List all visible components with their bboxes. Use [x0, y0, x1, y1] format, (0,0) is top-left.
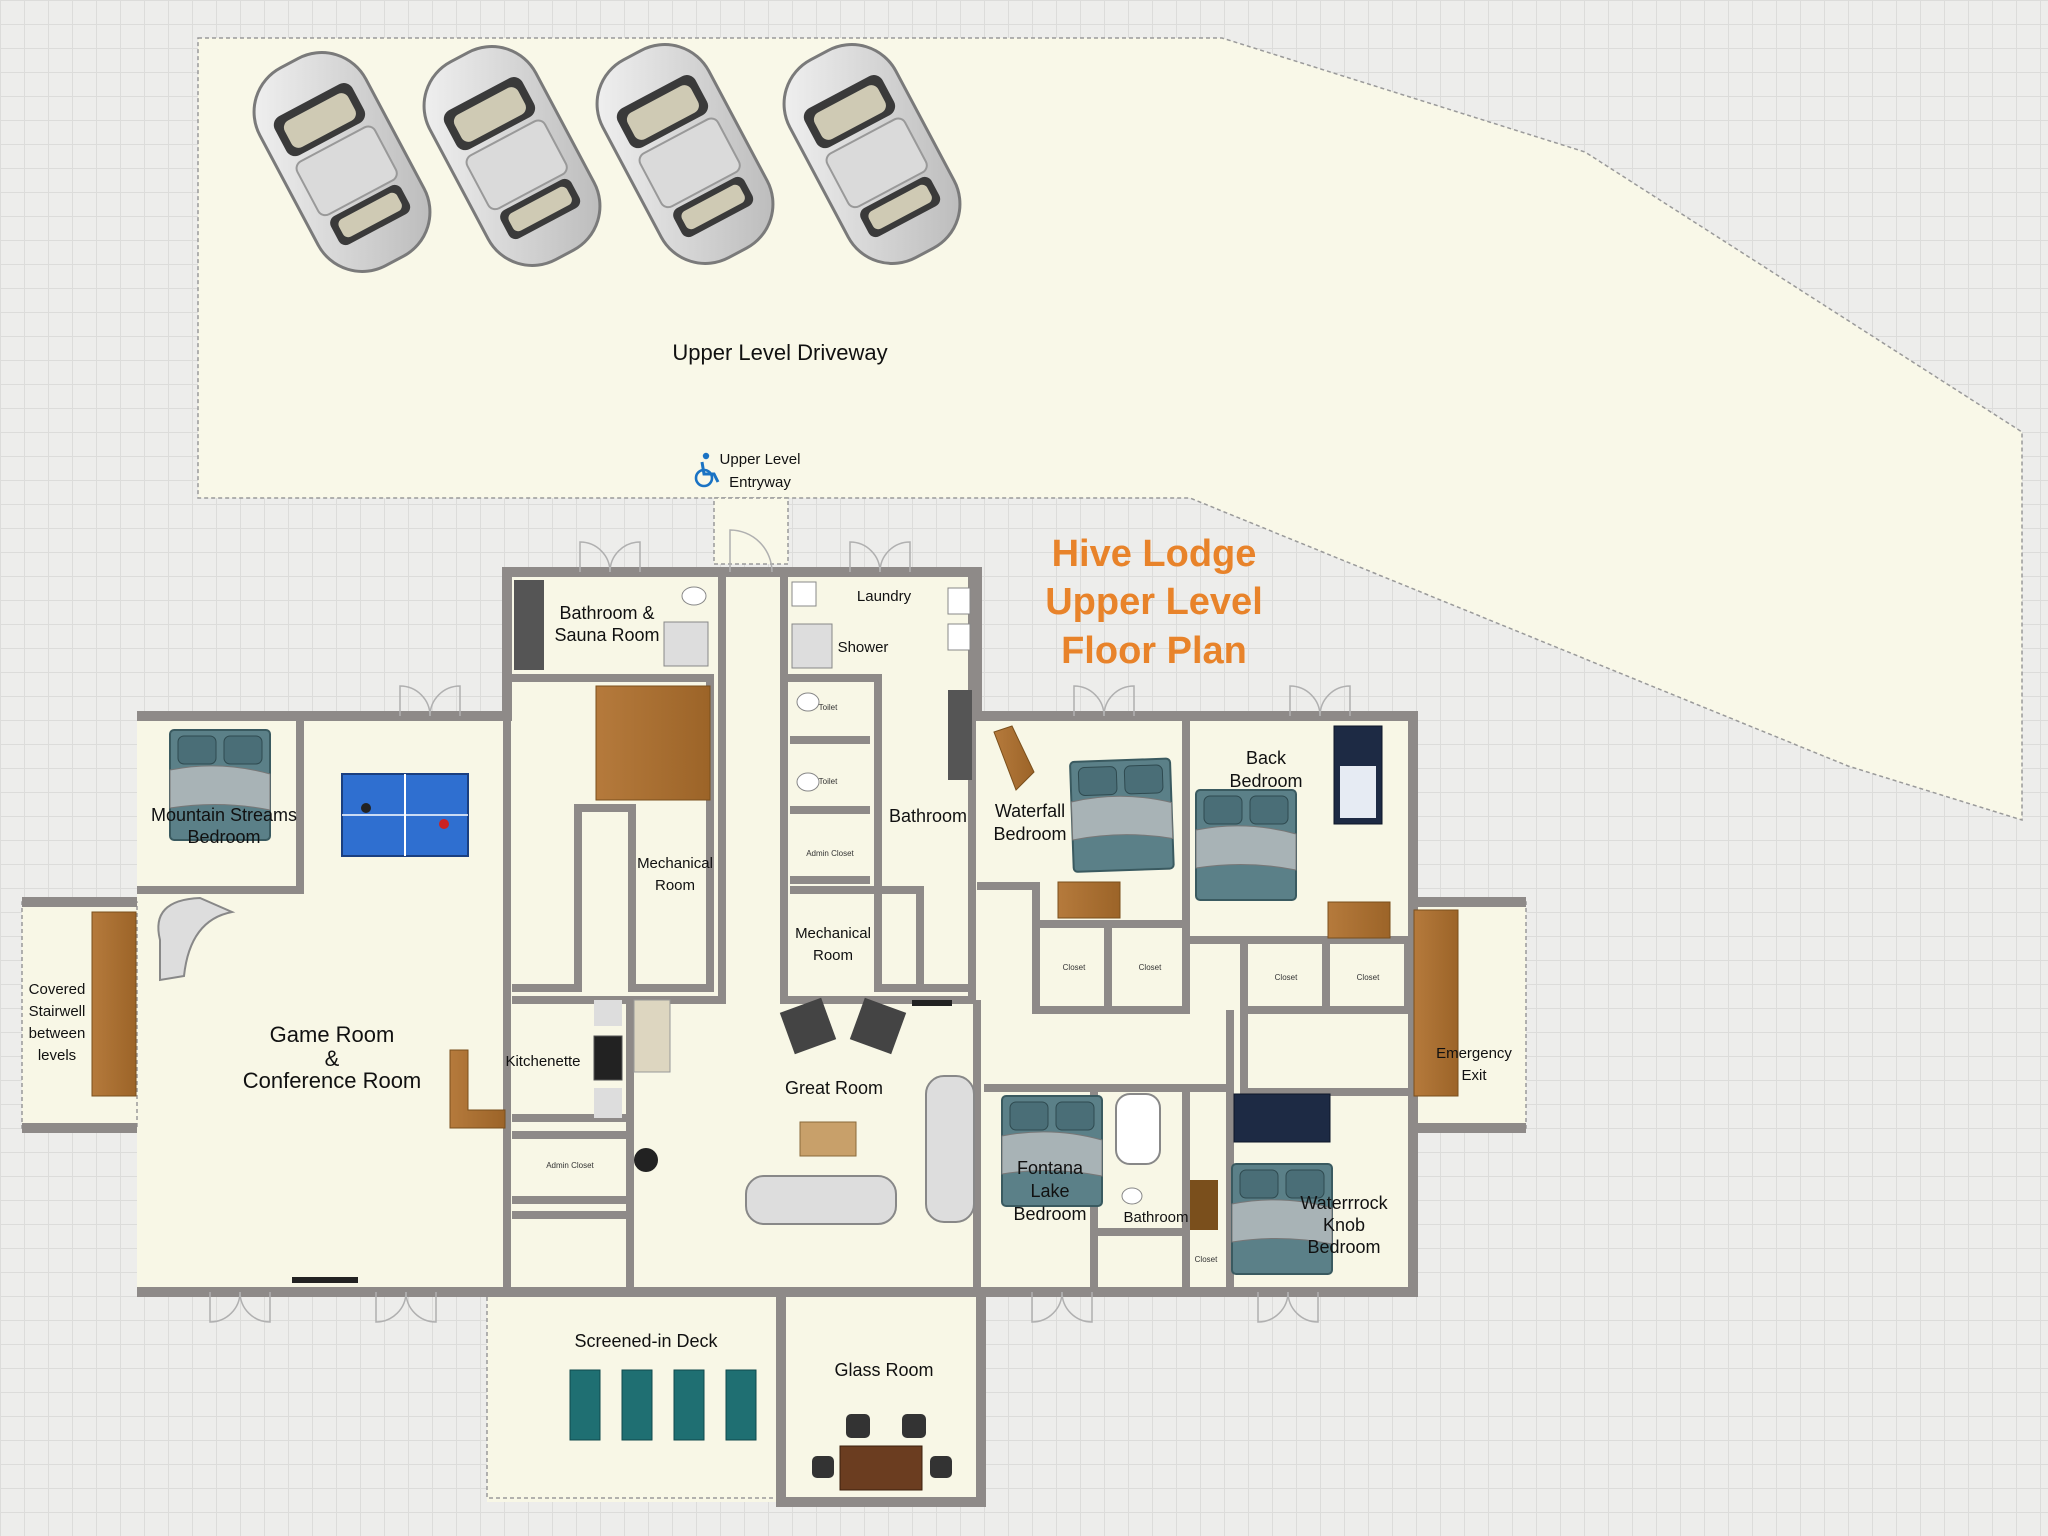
- closet-label: Closet: [1357, 973, 1380, 982]
- toilet: [1121, 1187, 1143, 1205]
- room-label-bathroom-sauna: Sauna Room: [554, 625, 659, 645]
- tv: [292, 1277, 358, 1283]
- room-label-kitchenette: Kitchenette: [505, 1053, 580, 1070]
- shower-fixture: [791, 623, 833, 669]
- wheelchair-icon: [694, 452, 720, 488]
- armchair: [779, 997, 837, 1055]
- room-label-covered-stairwell: Stairwell: [29, 1003, 86, 1020]
- bed: [1069, 757, 1175, 873]
- entry-door: [729, 529, 773, 573]
- fixture-label-toilet: Toilet: [819, 777, 838, 786]
- entryway-label-line1: Upper Level: [720, 451, 801, 468]
- room-label-waterrock-knob: Knob: [1323, 1215, 1365, 1235]
- toilet: [796, 692, 820, 712]
- fixture-label-toilet: Toilet: [819, 703, 838, 712]
- l-desk: [449, 1049, 506, 1129]
- room-label-bathroom-small: Bathroom: [1123, 1209, 1188, 1226]
- sauna-bench: [595, 685, 711, 801]
- toilet: [796, 772, 820, 792]
- dryer: [947, 587, 971, 615]
- room-label-game-room: Game Room: [270, 1022, 395, 1047]
- dryer: [947, 623, 971, 651]
- dresser: [1057, 881, 1121, 919]
- washer: [791, 581, 817, 607]
- room-label-mechanical-2: Mechanical: [795, 925, 871, 942]
- room-label-back-bedroom: Back: [1246, 748, 1287, 768]
- tv: [912, 1000, 952, 1006]
- room-label-fontana-lake: Bedroom: [1013, 1204, 1086, 1224]
- stool: [634, 1148, 658, 1172]
- room-label-mountain-streams: Bedroom: [187, 827, 260, 847]
- stair-treads: [91, 911, 137, 1097]
- plan-title-line1: Hive Lodge: [1052, 533, 1257, 575]
- room-label-bathroom-center: Bathroom: [889, 806, 967, 826]
- room-label-game-room: Conference Room: [243, 1068, 422, 1093]
- vanity: [948, 690, 972, 780]
- room-label-game-room: &: [325, 1046, 340, 1071]
- vanity: [1190, 1180, 1218, 1230]
- stove: [593, 1035, 623, 1081]
- bed: [1195, 789, 1297, 901]
- room-label-fontana-lake: Lake: [1030, 1181, 1069, 1201]
- room-label-emergency-exit: Exit: [1461, 1067, 1487, 1084]
- closet-label: Closet: [1195, 1255, 1218, 1264]
- closet-label: Closet: [1063, 963, 1086, 972]
- room-label-back-bedroom: Bedroom: [1229, 771, 1302, 791]
- room-label-waterfall: Bedroom: [993, 824, 1066, 844]
- room-label-shower: Shower: [838, 639, 889, 656]
- room-label-waterfall: Waterfall: [995, 801, 1065, 821]
- dresser: [1327, 901, 1391, 939]
- closet-label: Closet: [1275, 973, 1298, 982]
- bunk-bed: [1233, 1093, 1331, 1143]
- shower-stall: [663, 621, 709, 667]
- entryway-label-line2: Entryway: [729, 474, 791, 491]
- room-label-mountain-streams: Mountain Streams: [151, 805, 297, 825]
- sofa: [745, 1175, 897, 1225]
- vanity: [514, 580, 544, 670]
- dining-table: [633, 999, 671, 1073]
- room-label-bathroom-sauna: Bathroom &: [559, 603, 654, 623]
- closet-label: Admin Closet: [806, 849, 854, 858]
- room-label-mechanical-2: Room: [813, 947, 853, 964]
- plan-title-line3: Floor Plan: [1061, 630, 1247, 672]
- driveway-area: [197, 37, 2023, 822]
- room-label-covered-stairwell: between: [29, 1025, 86, 1042]
- room-label-screened-deck: Screened-in Deck: [574, 1331, 718, 1351]
- glass-room-chairs: [812, 1414, 952, 1478]
- room-label-waterrock-knob: Bedroom: [1307, 1237, 1380, 1257]
- room-label-emergency-exit: Emergency: [1436, 1045, 1512, 1062]
- room-label-covered-stairwell: Covered: [29, 981, 86, 998]
- counter: [594, 1000, 622, 1026]
- driveway-label: Upper Level Driveway: [672, 340, 887, 365]
- plan-title-line2: Upper Level: [1045, 581, 1263, 623]
- coffee-table: [799, 1121, 857, 1157]
- room-label-laundry: Laundry: [857, 588, 912, 605]
- entry-path: [713, 497, 789, 565]
- stair-treads: [1413, 909, 1459, 1097]
- room-label-fontana-lake: Fontana: [1017, 1158, 1084, 1178]
- toilet: [681, 586, 707, 606]
- lounge-chairs: [569, 1369, 757, 1441]
- bathtub: [1115, 1093, 1161, 1165]
- armchair: [849, 997, 907, 1055]
- closet-label: Closet: [1139, 963, 1162, 972]
- curved-sofa: [157, 896, 236, 982]
- desk: [993, 725, 1035, 791]
- room-label-glass-room: Glass Room: [834, 1360, 933, 1380]
- room-label-waterrock-knob: Waterrrock: [1300, 1193, 1388, 1213]
- room-label-covered-stairwell: levels: [38, 1047, 76, 1064]
- glass-room-table: [839, 1445, 923, 1491]
- closet-label: Admin Closet: [546, 1161, 594, 1170]
- counter: [594, 1088, 622, 1118]
- sofa: [925, 1075, 975, 1223]
- room-label-mechanical-1: Room: [655, 877, 695, 894]
- bed: [1231, 1163, 1333, 1275]
- room-label-great-room: Great Room: [785, 1078, 883, 1098]
- room-label-mechanical-1: Mechanical: [637, 855, 713, 872]
